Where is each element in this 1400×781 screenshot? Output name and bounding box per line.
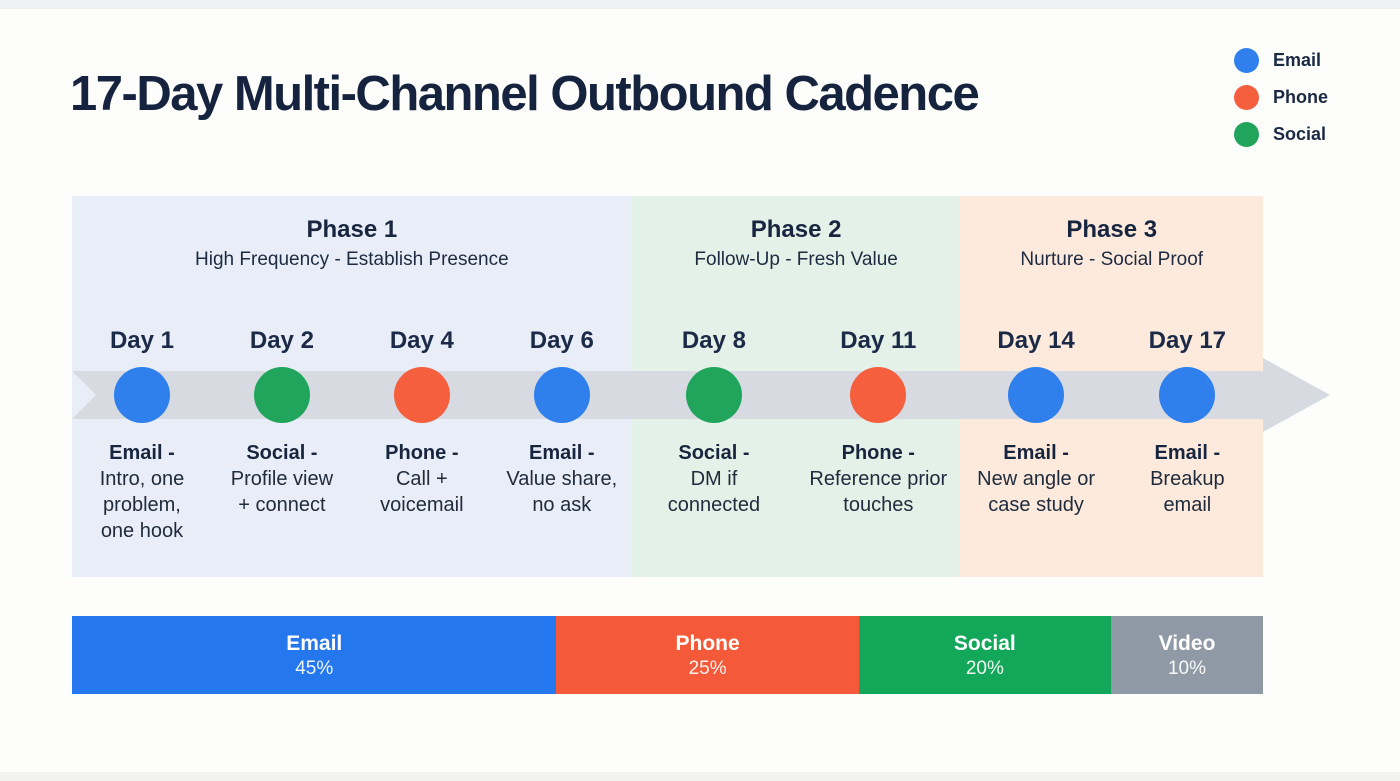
- day-detail: Call + voicemail: [380, 468, 464, 516]
- phase-2-days: Day 8 Social - DM if connected Day 11 Ph…: [632, 324, 961, 577]
- day-channel: Email -: [1154, 442, 1221, 464]
- day-channel: Email -: [1003, 442, 1069, 464]
- email-dot-icon: [1233, 48, 1259, 73]
- phase-1-panel: Phase 1 High Frequency - Establish Prese…: [72, 196, 632, 577]
- legend-label: Email: [1272, 50, 1322, 70]
- page-title: 17-Day Multi-Channel Outbound Cadence: [70, 67, 980, 121]
- day-detail: Profile view + connect: [230, 468, 334, 516]
- timeline-node-circle: [1159, 367, 1216, 423]
- day-label: Day 17: [1148, 327, 1227, 354]
- day-detail: Reference prior touches: [809, 468, 948, 516]
- mix-segment-video: Video 10%: [1110, 616, 1263, 694]
- day-2-column: Day 2 Social - Profile view + connect: [212, 324, 352, 577]
- day-detail: DM if connected: [667, 468, 761, 516]
- day-17-column: Day 17 Email - Breakup email: [1112, 324, 1263, 577]
- mix-segment-label: Phone: [675, 631, 740, 655]
- day-4-column: Day 4 Phone - Call + voicemail: [352, 324, 492, 577]
- mix-segment-label: Social: [953, 631, 1016, 655]
- timeline-node-circle: [253, 367, 310, 423]
- phase-1-days: Day 1 Email - Intro, one problem, one ho…: [72, 324, 632, 577]
- timeline-node-circle: [113, 367, 170, 423]
- day-label: Day 1: [109, 327, 174, 354]
- phase-name: Phase 1: [306, 216, 398, 243]
- day-description: Social - Profile view + connect: [231, 440, 333, 518]
- legend-label: Social: [1272, 124, 1327, 144]
- phase-1-header: Phase 1 High Frequency - Establish Prese…: [72, 196, 632, 324]
- mix-segment-label: Video: [1158, 631, 1216, 655]
- day-channel: Email -: [109, 442, 175, 464]
- channel-legend: Email Phone Social: [1233, 48, 1328, 147]
- day-label: Day 8: [681, 327, 746, 354]
- timeline-node-circle: [393, 367, 450, 423]
- day-description: Social - DM if connected: [668, 440, 760, 518]
- day-description: Email - Breakup email: [1150, 440, 1225, 518]
- phase-name: Phase 3: [1066, 216, 1158, 243]
- day-description: Email - Value share, no ask: [506, 440, 617, 518]
- day-8-column: Day 8 Social - DM if connected: [632, 324, 796, 577]
- day-description: Phone - Call + voicemail: [380, 440, 463, 518]
- day-label: Day 11: [840, 327, 917, 354]
- day-1-column: Day 1 Email - Intro, one problem, one ho…: [72, 324, 212, 577]
- day-channel: Phone -: [385, 442, 459, 464]
- bottom-edge-strip: [0, 772, 1400, 781]
- mix-segment-social: Social 20%: [858, 616, 1111, 694]
- channel-mix-bar: Email 45% Phone 25% Social 20% Video 10%: [72, 616, 1263, 694]
- day-channel: Phone -: [841, 442, 915, 464]
- phase-subtitle: Follow-Up - Fresh Value: [694, 249, 898, 270]
- phase-2-panel: Phase 2 Follow-Up - Fresh Value Day 8 So…: [631, 196, 961, 577]
- timeline-node-circle: [533, 367, 590, 423]
- timeline-node-circle: [1008, 367, 1065, 423]
- mix-segment-percent: 20%: [965, 657, 1004, 679]
- day-detail: Breakup email: [1150, 468, 1225, 516]
- mix-segment-email: Email 45%: [72, 616, 557, 694]
- mix-segment-percent: 10%: [1167, 657, 1206, 679]
- social-dot-icon: [1233, 122, 1259, 147]
- phase-3-panel: Phase 3 Nurture - Social Proof Day 14 Em…: [960, 196, 1263, 577]
- legend-item-email: Email: [1233, 48, 1328, 73]
- day-detail: Intro, one problem, one hook: [99, 468, 185, 542]
- day-label: Day 2: [249, 327, 314, 354]
- day-label: Day 4: [389, 327, 454, 354]
- mix-segment-label: Email: [286, 631, 343, 655]
- phase-name: Phase 2: [750, 216, 842, 243]
- day-detail: Value share, no ask: [506, 468, 618, 516]
- day-channel: Social -: [246, 442, 318, 464]
- day-description: Phone - Reference prior touches: [809, 440, 947, 518]
- phase-subtitle: Nurture - Social Proof: [1020, 249, 1204, 270]
- day-detail: New angle or case study: [977, 468, 1096, 516]
- cadence-timeline-strip: Phase 1 High Frequency - Establish Prese…: [72, 196, 1330, 577]
- day-11-column: Day 11 Phone - Reference prior touches: [796, 324, 960, 577]
- legend-label: Phone: [1272, 87, 1328, 107]
- day-14-column: Day 14 Email - New angle or case study: [960, 324, 1111, 577]
- phase-3-days: Day 14 Email - New angle or case study D…: [960, 324, 1263, 577]
- top-edge-strip: [0, 0, 1400, 9]
- day-channel: Social -: [678, 442, 750, 464]
- day-label: Day 14: [997, 327, 1075, 354]
- phase-subtitle: High Frequency - Establish Presence: [195, 249, 509, 270]
- legend-item-phone: Phone: [1233, 85, 1328, 110]
- day-6-column: Day 6 Email - Value share, no ask: [492, 324, 632, 577]
- legend-item-social: Social: [1233, 122, 1328, 147]
- mix-segment-percent: 45%: [295, 657, 334, 679]
- phase-3-header: Phase 3 Nurture - Social Proof: [960, 196, 1263, 324]
- day-description: Email - New angle or case study: [977, 440, 1095, 518]
- day-description: Email - Intro, one problem, one hook: [100, 440, 185, 544]
- phase-2-header: Phase 2 Follow-Up - Fresh Value: [632, 196, 961, 324]
- day-label: Day 6: [529, 327, 594, 354]
- phone-dot-icon: [1233, 85, 1259, 110]
- mix-segment-percent: 25%: [688, 657, 727, 679]
- timeline-node-circle: [685, 367, 742, 423]
- day-channel: Email -: [528, 442, 595, 464]
- mix-segment-phone: Phone 25%: [556, 616, 859, 694]
- timeline-node-circle: [850, 367, 907, 423]
